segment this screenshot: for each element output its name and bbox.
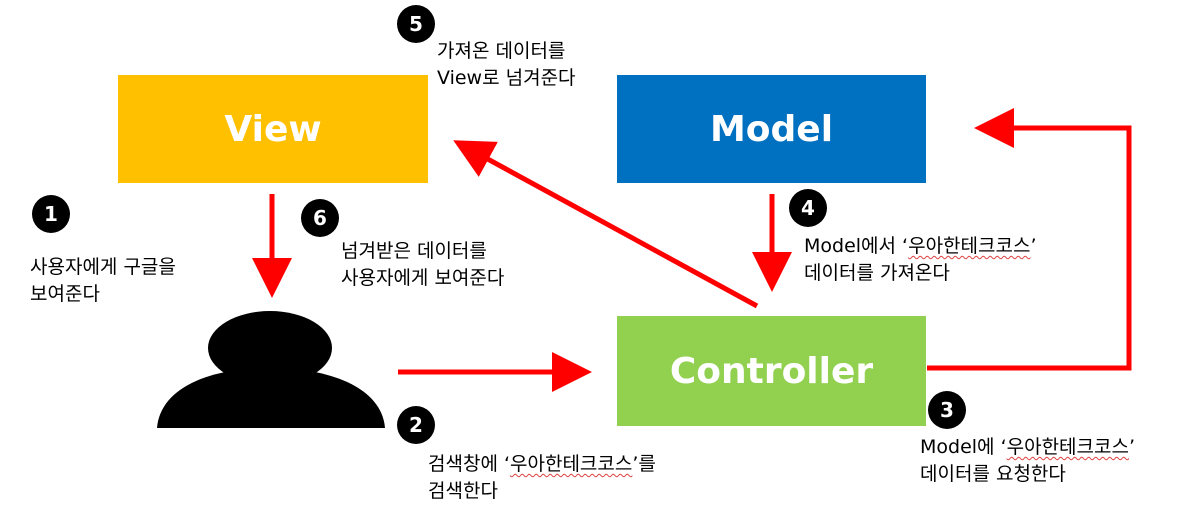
step-3-prefix: Model에 ‘	[920, 436, 1007, 458]
step-4-badge: 4	[789, 189, 827, 227]
model-box: Model	[617, 75, 926, 183]
step-2-highlight: 우아한테크코스	[510, 453, 633, 475]
step-6-line-2: 사용자에게 보여준다	[341, 267, 505, 289]
step-4-highlight: 우아한테크코스	[908, 235, 1031, 257]
step-1-text: 사용자에게 구글을 보여준다	[30, 254, 176, 308]
step-5-line-2: View로 넘겨준다	[437, 67, 576, 89]
step-1-badge: 1	[32, 195, 70, 233]
step-2-line-1: 검색창에 ‘우아한테크코스’를	[428, 451, 656, 478]
step-4-line-2: 데이터를 가져온다	[804, 262, 950, 284]
step-3-line-2: 데이터를 요청한다	[920, 463, 1066, 485]
arrow-controller-to-view	[453, 140, 759, 309]
step-2-badge: 2	[397, 406, 435, 444]
step-6-line-1: 넘겨받은 데이터를	[341, 240, 487, 262]
step-3-suffix: ’	[1128, 436, 1136, 458]
step-3-line-1: Model에 ‘우아한테크코스’	[920, 434, 1135, 461]
step-3-highlight: 우아한테크코스	[1006, 436, 1129, 458]
step-6-text: 넘겨받은 데이터를 사용자에게 보여준다	[341, 238, 504, 292]
step-4-text: Model에서 ‘우아한테크코스’ 데이터를 가져온다	[804, 233, 1037, 287]
step-4-line-1: Model에서 ‘우아한테크코스’	[804, 233, 1037, 260]
view-box: View	[118, 75, 428, 183]
step-1-line-2: 보여준다	[30, 283, 100, 305]
step-2-suffix: ’를	[632, 453, 656, 475]
step-2-prefix: 검색창에 ‘	[428, 453, 510, 475]
step-1-line-1: 사용자에게 구글을	[30, 256, 176, 278]
step-5-text: 가져온 데이터를 View로 넘겨준다	[437, 38, 576, 92]
step-2-line-2: 검색한다	[428, 480, 498, 502]
step-6-badge: 6	[301, 199, 339, 237]
step-3-text: Model에 ‘우아한테크코스’ 데이터를 요청한다	[920, 434, 1135, 488]
step-4-suffix: ’	[1030, 235, 1037, 257]
step-3-badge: 3	[928, 391, 966, 429]
user-icon	[157, 311, 385, 428]
step-5-line-1: 가져온 데이터를	[437, 40, 566, 62]
step-4-prefix: Model에서 ‘	[804, 235, 909, 257]
step-5-badge: 5	[397, 5, 435, 43]
step-2-text: 검색창에 ‘우아한테크코스’를 검색한다	[428, 451, 656, 505]
arrow-controller-to-model	[927, 108, 1132, 371]
controller-box: Controller	[617, 316, 926, 426]
